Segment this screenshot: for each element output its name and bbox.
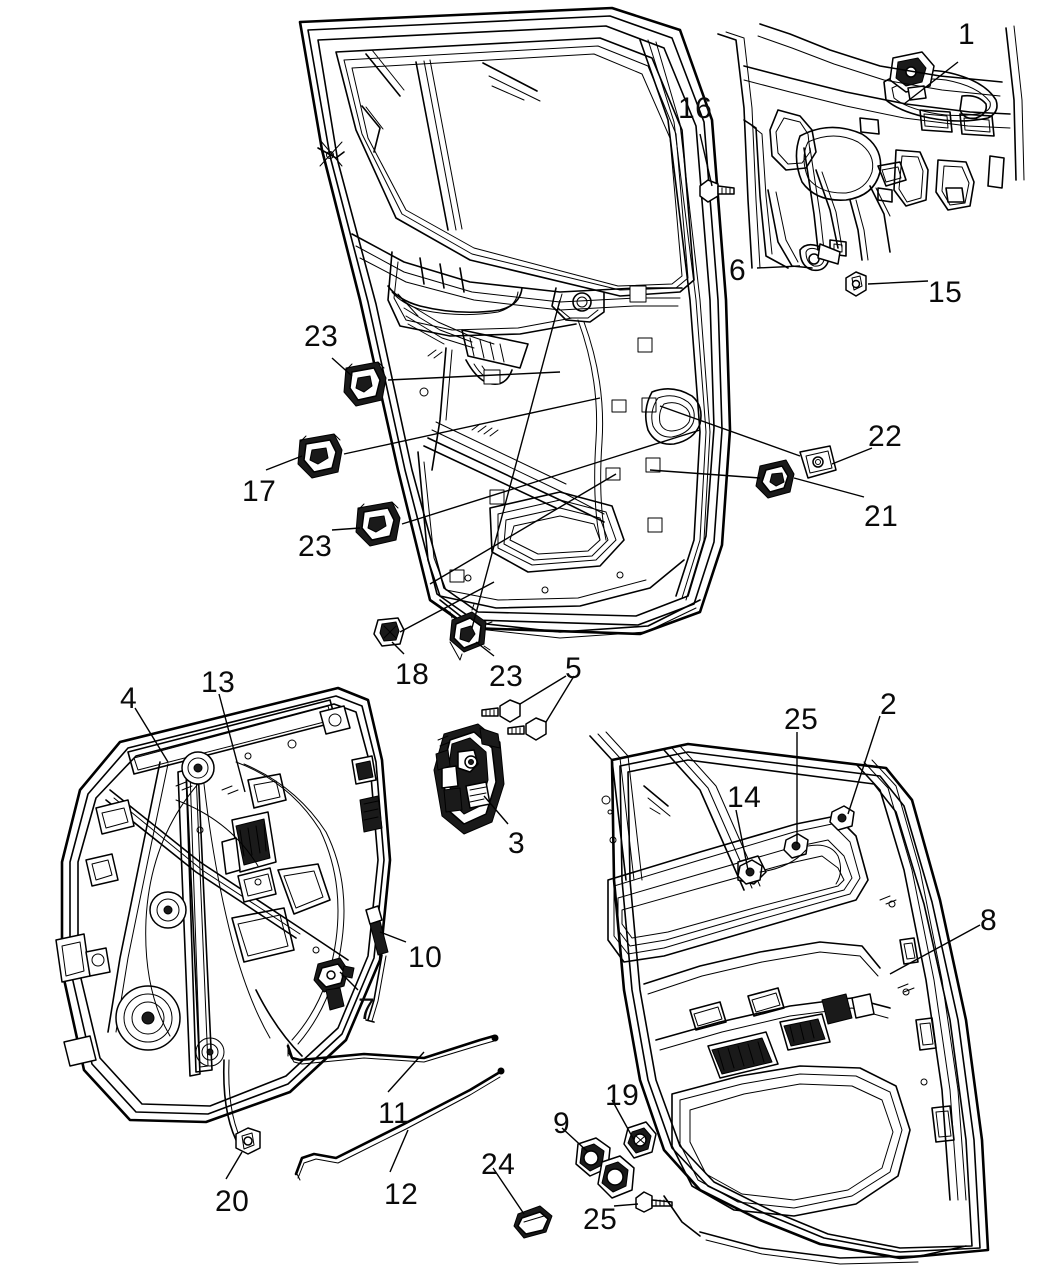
retainer-clips: [297, 361, 837, 741]
callout-2: 2: [880, 688, 898, 721]
callout-25-upper: 25: [784, 703, 819, 736]
callout-13: 13: [201, 666, 236, 699]
callout-25-lower: 25: [583, 1203, 618, 1236]
callout-1: 1: [958, 18, 976, 51]
window-regulator-assembly: [55, 686, 392, 1141]
callout-10: 10: [408, 941, 443, 974]
callout-18: 18: [395, 658, 430, 691]
linkage-rods: [235, 905, 673, 1239]
leader-lines: [134, 61, 981, 1215]
callout-23-star: 23: [489, 660, 524, 693]
callout-12: 12: [384, 1178, 419, 1211]
callout-19: 19: [605, 1079, 640, 1112]
callout-17: 17: [242, 475, 277, 508]
callout-4: 4: [120, 682, 138, 715]
callout-22: 22: [868, 420, 903, 453]
callout-15: 15: [928, 276, 963, 309]
callout-16: 16: [678, 92, 713, 125]
body-aperture-assembly: [699, 23, 1025, 297]
door-shell-assembly: [298, 6, 732, 639]
callout-5: 5: [565, 652, 583, 685]
callout-11: 11: [378, 1097, 411, 1130]
door-latch-assembly: [433, 723, 505, 835]
callout-9: 9: [553, 1107, 571, 1140]
callout-7: 7: [358, 993, 376, 1026]
callout-14: 14: [727, 781, 762, 814]
callout-20: 20: [215, 1185, 250, 1218]
callout-8: 8: [980, 904, 998, 937]
door-trim-panel-assembly: [589, 731, 990, 1265]
callout-21: 21: [864, 500, 899, 533]
callout-3: 3: [508, 827, 526, 860]
callout-23-upper: 23: [304, 320, 339, 353]
callout-23-lower: 23: [298, 530, 333, 563]
callout-24: 24: [481, 1148, 516, 1181]
callout-6: 6: [729, 254, 747, 287]
